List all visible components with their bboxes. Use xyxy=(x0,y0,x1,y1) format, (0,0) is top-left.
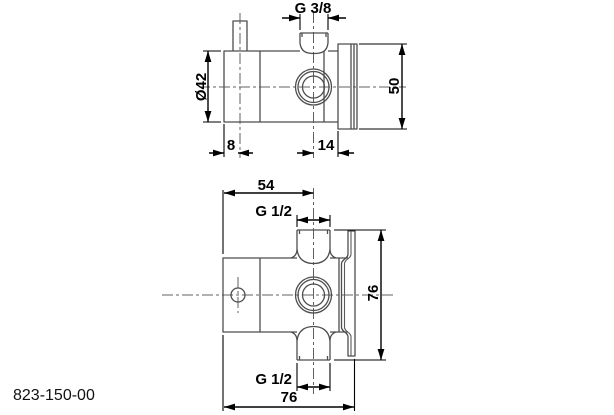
dim-g12-lower: G 1/2 xyxy=(255,363,331,391)
valve-body-outline xyxy=(223,50,338,123)
dim-flange-height-50: 50 xyxy=(359,43,407,130)
bottom-view-centerlines xyxy=(162,188,396,394)
dim-stem-offset-8: 8 xyxy=(209,124,253,157)
valve-stem xyxy=(232,20,248,51)
g12-port-upper xyxy=(290,229,337,265)
arrow-up-icon xyxy=(398,44,406,55)
g12-port-lower xyxy=(290,325,337,361)
arrow-left-icon xyxy=(338,149,349,157)
arrow-right-icon xyxy=(343,403,354,411)
arrow-left-icon xyxy=(224,189,235,197)
arrow-left-icon xyxy=(297,216,308,224)
dim-label-diameter: Ø42 xyxy=(193,73,210,101)
outlet-port-circles xyxy=(294,68,333,106)
dim-overall-width-76: 76 xyxy=(222,335,356,411)
dim-label-g12-lower: G 1/2 xyxy=(255,371,292,388)
arrow-right-icon xyxy=(302,149,314,157)
dim-g12-upper: G 1/2 xyxy=(255,203,331,227)
arrow-left-icon xyxy=(238,149,249,157)
valve-body-front xyxy=(222,257,348,333)
arrow-down-icon xyxy=(204,111,212,122)
arrow-down-icon xyxy=(377,349,385,360)
bottom-view: 54 G 1/2 76 G 1/2 xyxy=(162,177,396,411)
stem-bore-circle xyxy=(230,287,246,303)
arrow-left-icon xyxy=(328,14,339,22)
wall-bracket-outer xyxy=(340,230,356,357)
dim-label-76-horizontal: 76 xyxy=(281,389,298,406)
arrow-right-icon xyxy=(213,149,224,157)
arrow-left-icon xyxy=(297,383,308,391)
dim-label-50: 50 xyxy=(386,78,403,95)
arrow-down-icon xyxy=(398,118,406,129)
top-view: G 3/8 Ø42 50 8 xyxy=(193,0,407,158)
dim-label-14: 14 xyxy=(318,137,335,154)
dim-label-g12-upper: G 1/2 xyxy=(255,203,292,220)
arrow-up-icon xyxy=(204,51,212,62)
dim-label-g38: G 3/8 xyxy=(295,0,332,17)
g38-port-boss xyxy=(299,32,329,55)
dim-body-width-54: 54 xyxy=(222,177,314,254)
arrow-right-icon xyxy=(319,216,330,224)
part-number: 823-150-00 xyxy=(13,387,95,404)
outlet-bore-circles xyxy=(294,276,333,314)
dim-g38: G 3/8 xyxy=(282,0,346,30)
dim-diameter-42: Ø42 xyxy=(193,50,221,123)
dim-label-54: 54 xyxy=(258,177,275,194)
wall-bracket-inner xyxy=(343,231,352,356)
arrow-right-icon xyxy=(302,189,314,197)
arrow-up-icon xyxy=(377,230,385,241)
arrow-right-icon xyxy=(319,383,330,391)
arrow-left-icon xyxy=(224,403,235,411)
dim-overall-height-76: 76 xyxy=(334,229,386,361)
dim-outlet-to-flange-14: 14 xyxy=(297,131,354,157)
arrow-right-icon xyxy=(289,14,300,22)
dim-label-76-vertical: 76 xyxy=(365,285,382,302)
dim-label-8: 8 xyxy=(227,137,235,154)
wall-flange xyxy=(337,43,358,130)
